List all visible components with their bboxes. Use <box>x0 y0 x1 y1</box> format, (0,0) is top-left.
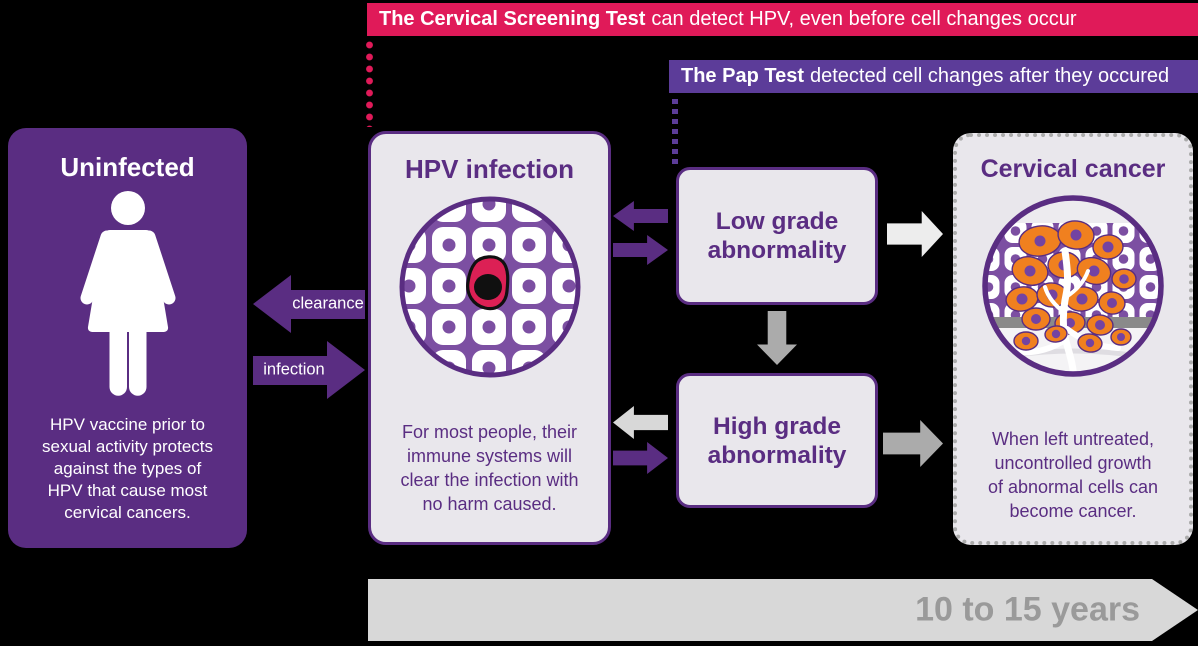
arrow-lowgrade-to-highgrade <box>757 311 797 365</box>
cervical-cancer-panel: Cervical cancer <box>953 133 1193 545</box>
panel-title: Cervical cancer <box>980 155 1166 183</box>
low-grade-abnormality-box: Low grade abnormality <box>676 167 878 305</box>
banner-bold-text: The Cervical Screening Test <box>379 8 646 30</box>
clearance-label: clearance <box>292 294 364 313</box>
arrow-hpv-to-lowgrade <box>613 235 668 265</box>
box-title-line2: abnormality <box>707 237 847 264</box>
pap-test-banner: The Pap Test detected cell changes after… <box>669 60 1198 93</box>
banner-bold-text: The Pap Test <box>681 65 804 87</box>
arrow-highgrade-to-cancer <box>883 420 943 467</box>
timeline-label: 10 to 15 years <box>915 590 1140 629</box>
box-title-line2: abnormality <box>707 441 847 469</box>
infected-cells-illustration <box>399 196 580 378</box>
panel-title: HPV infection <box>404 154 574 184</box>
clearance-arrow: clearance <box>253 275 365 333</box>
infection-label: infection <box>263 360 325 379</box>
banner-rest-text: detected cell changes after they occured <box>810 65 1170 87</box>
arrow-hpv-to-highgrade <box>613 442 668 474</box>
infection-arrow: infection <box>253 341 365 399</box>
woman-icon <box>80 191 175 396</box>
panel-body: HPV vaccine prior to sexual activity pro… <box>41 415 213 522</box>
timeline-arrow: 10 to 15 years <box>368 579 1198 641</box>
arrow-highgrade-to-hpv <box>613 406 668 439</box>
banner-rest-text: can detect HPV, even before cell changes… <box>651 8 1077 30</box>
timeline-arrow-shape <box>368 579 1198 641</box>
pap-dotted-connector <box>672 99 678 165</box>
cancer-cells-illustration <box>982 195 1164 377</box>
box-title-line1: High grade <box>713 412 841 440</box>
high-grade-abnormality-box: High grade abnormality <box>676 373 878 508</box>
panel-body: When left untreated, uncontrolled growth… <box>987 429 1159 521</box>
uninfected-panel: Uninfected HPV vaccine prior to sexual a… <box>8 128 247 548</box>
panel-body: For most people, their immune systems wi… <box>400 422 579 514</box>
hpv-infection-panel: HPV infection For most people, their imm… <box>368 131 611 545</box>
arrow-lowgrade-to-cancer <box>887 211 943 257</box>
box-title-line1: Low grade <box>715 208 839 235</box>
cervical-screening-test-banner: The Cervical Screening Test can detect H… <box>367 3 1198 36</box>
screening-dotted-connector <box>366 41 373 127</box>
panel-title: Uninfected <box>60 152 195 182</box>
arrow-lowgrade-to-hpv <box>613 201 668 231</box>
